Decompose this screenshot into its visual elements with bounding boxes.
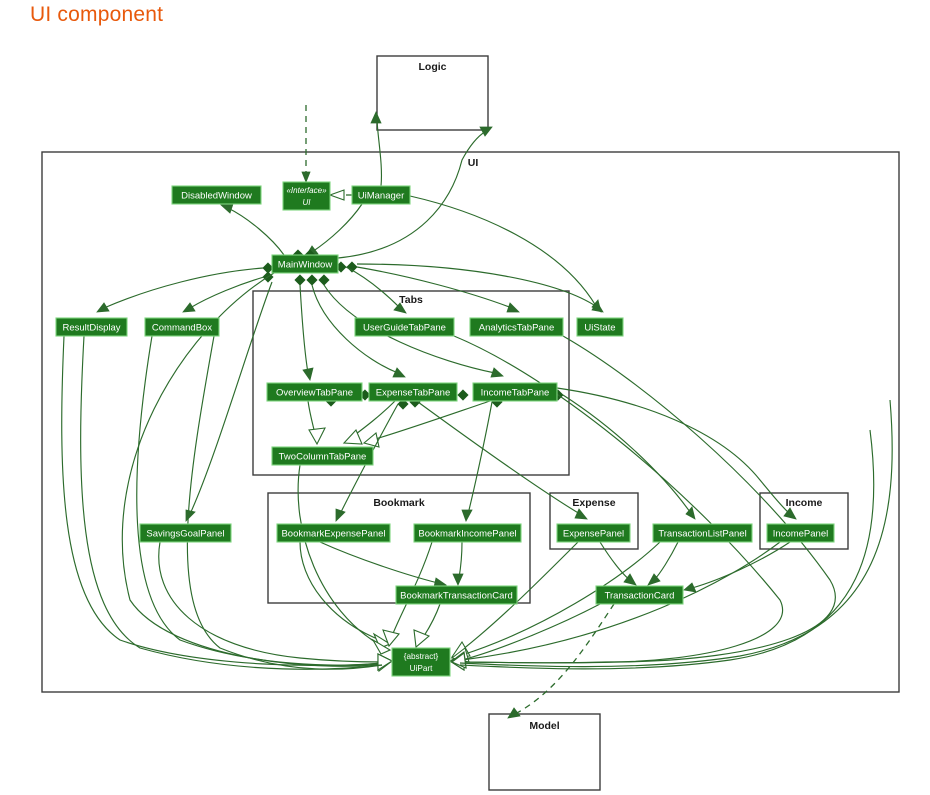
node-label-transactioncard: TransactionCard bbox=[605, 591, 675, 602]
node-ui-interface[interactable]: «Interface» UI bbox=[282, 181, 331, 211]
node-bookmarkincomepanel[interactable]: BookmarkIncomePanel bbox=[413, 523, 522, 543]
edge-expensetabpane-to-transactionlistpanel bbox=[562, 394, 691, 513]
node-label-incomepanel: IncomePanel bbox=[773, 529, 828, 540]
node-label-uipart: UiPart bbox=[410, 664, 433, 673]
frame-label-logic: Logic bbox=[419, 61, 447, 73]
frame-label-model: Model bbox=[529, 720, 559, 732]
edge-mainwindow-to-resultdisplay bbox=[103, 267, 264, 309]
edge-mainwindow-to-incometabpane bbox=[323, 284, 496, 374]
edge-incometabpane-to-twocolumntabpane bbox=[371, 400, 491, 441]
edge-expensepanel-to-uipart bbox=[461, 541, 579, 651]
node-stereotype-uipart: {abstract} bbox=[404, 652, 439, 661]
node-label-expensetabpane: ExpenseTabPane bbox=[376, 388, 450, 399]
node-label-uimanager: UiManager bbox=[358, 191, 404, 202]
frame-model: Model bbox=[488, 713, 601, 791]
edge-transactioncard-to-model bbox=[514, 603, 615, 715]
node-label-transactionlistpanel: TransactionListPanel bbox=[658, 529, 746, 540]
frame-label-expense: Expense bbox=[572, 497, 615, 509]
edge-transactioncard-to-uipart bbox=[461, 603, 601, 661]
node-label-userguidetabpane: UserGuideTabPane bbox=[363, 323, 446, 334]
node-userguidetabpane[interactable]: UserGuideTabPane bbox=[354, 317, 455, 337]
edge-uimanager-to-uistate bbox=[409, 195, 597, 307]
edge-incometabpane-to-incomepanel bbox=[556, 387, 791, 515]
edge-bookmarkexpensepanel-to-bookmarktransactioncard bbox=[319, 541, 439, 584]
frame-logic: Logic bbox=[376, 55, 489, 131]
edge-mainwindow-to-uipart bbox=[121, 272, 383, 667]
node-label-uistate: UiState bbox=[584, 323, 615, 334]
edge-loop-d bbox=[459, 429, 875, 670]
edge-expensetabpane-to-expensepanel bbox=[417, 401, 581, 515]
node-label-bookmarktransactioncard: BookmarkTransactionCard bbox=[400, 591, 513, 602]
edge-uimanager-to-mainwindow bbox=[311, 203, 363, 253]
node-label-overviewtabpane: OverviewTabPane bbox=[276, 388, 353, 399]
node-resultdisplay[interactable]: ResultDisplay bbox=[55, 317, 128, 337]
node-label-ui-interface: UI bbox=[303, 198, 312, 207]
edge-incomepanel-to-transactioncard bbox=[691, 541, 791, 589]
node-commandbox[interactable]: CommandBox bbox=[144, 317, 220, 337]
frame-label-ui: UI bbox=[468, 157, 479, 169]
node-label-bookmarkincomepanel: BookmarkIncomePanel bbox=[418, 529, 516, 540]
edge-savingsgoalpanel-to-uipart bbox=[158, 541, 383, 663]
edges-layer bbox=[61, 105, 893, 719]
node-expensepanel[interactable]: ExpensePanel bbox=[556, 523, 631, 543]
node-uimanager[interactable]: UiManager bbox=[351, 185, 411, 205]
frame-label-bookmark: Bookmark bbox=[373, 497, 425, 509]
edge-transactionlistpanel-to-uipart bbox=[461, 541, 661, 656]
node-uistate[interactable]: UiState bbox=[576, 317, 624, 337]
edge-mainwindow-to-userguidetabpane bbox=[345, 266, 401, 309]
node-transactioncard[interactable]: TransactionCard bbox=[595, 585, 684, 605]
edge-uimanager-to-logic bbox=[376, 119, 382, 187]
edge-mainwindow-to-disabledwindow bbox=[227, 207, 285, 256]
node-expensetabpane[interactable]: ExpenseTabPane bbox=[368, 382, 458, 402]
node-label-savingsgoalpanel: SavingsGoalPanel bbox=[146, 529, 224, 540]
node-bookmarktransactioncard[interactable]: BookmarkTransactionCard bbox=[395, 585, 518, 605]
node-label-disabledwindow: DisabledWindow bbox=[181, 191, 252, 202]
node-stereotype-ui-interface: «Interface» bbox=[286, 186, 327, 195]
edge-loop-c bbox=[459, 399, 893, 668]
node-analyticstabpane[interactable]: AnalyticsTabPane bbox=[469, 317, 564, 337]
node-label-mainwindow: MainWindow bbox=[278, 260, 333, 271]
edge-mainwindow-to-expensetabpane bbox=[311, 284, 399, 374]
nodes-layer: DisabledWindow «Interface» UI UiManager … bbox=[55, 181, 835, 677]
node-label-analyticstabpane: AnalyticsTabPane bbox=[479, 323, 555, 334]
edge-mainwindow-to-analyticstabpane bbox=[356, 266, 513, 309]
node-disabledwindow[interactable]: DisabledWindow bbox=[171, 185, 262, 205]
frame-label-income: Income bbox=[786, 497, 823, 509]
frames-layer: Logic Model UI Tabs Bookmark Expense Inc… bbox=[41, 55, 900, 791]
node-label-incometabpane: IncomeTabPane bbox=[481, 388, 550, 399]
edge-incomepanel-to-uipart bbox=[461, 541, 781, 661]
frame-label-tabs: Tabs bbox=[399, 294, 423, 306]
edge-loop-b bbox=[186, 335, 383, 670]
node-uipart[interactable]: {abstract} UiPart bbox=[391, 647, 451, 677]
node-incometabpane[interactable]: IncomeTabPane bbox=[472, 382, 558, 402]
edge-mainwindow-to-overviewtabpane bbox=[299, 284, 309, 374]
page-title: UI component bbox=[30, 3, 164, 26]
node-label-resultdisplay: ResultDisplay bbox=[62, 323, 120, 334]
edge-mainwindow-to-uistate bbox=[356, 263, 598, 308]
node-label-bookmarkexpensepanel: BookmarkExpensePanel bbox=[281, 529, 385, 540]
node-label-expensepanel: ExpensePanel bbox=[563, 529, 624, 540]
edge-analyticstabpane-to-uipart bbox=[459, 335, 836, 664]
edge-incometabpane-to-bookmarkincomepanel bbox=[467, 401, 493, 515]
node-mainwindow[interactable]: MainWindow bbox=[271, 254, 339, 274]
edge-mainwindow-to-logic bbox=[337, 130, 487, 259]
edge-mainwindow-to-commandbox bbox=[189, 276, 265, 309]
node-twocolumntabpane[interactable]: TwoColumnTabPane bbox=[271, 446, 374, 466]
node-bookmarkexpensepanel[interactable]: BookmarkExpensePanel bbox=[276, 523, 391, 543]
node-transactionlistpanel[interactable]: TransactionListPanel bbox=[652, 523, 753, 543]
node-overviewtabpane[interactable]: OverviewTabPane bbox=[266, 382, 363, 402]
edge-twocolumntabpane-to-uipart bbox=[297, 464, 381, 646]
edge-bookmarkexpensepanel-to-uipart bbox=[299, 541, 381, 641]
edge-mainwindow-to-savingsgoalpanel bbox=[189, 281, 273, 515]
node-label-commandbox: CommandBox bbox=[152, 323, 212, 334]
node-savingsgoalpanel[interactable]: SavingsGoalPanel bbox=[139, 523, 232, 543]
node-incomepanel[interactable]: IncomePanel bbox=[766, 523, 835, 543]
node-label-twocolumntabpane: TwoColumnTabPane bbox=[279, 452, 367, 463]
